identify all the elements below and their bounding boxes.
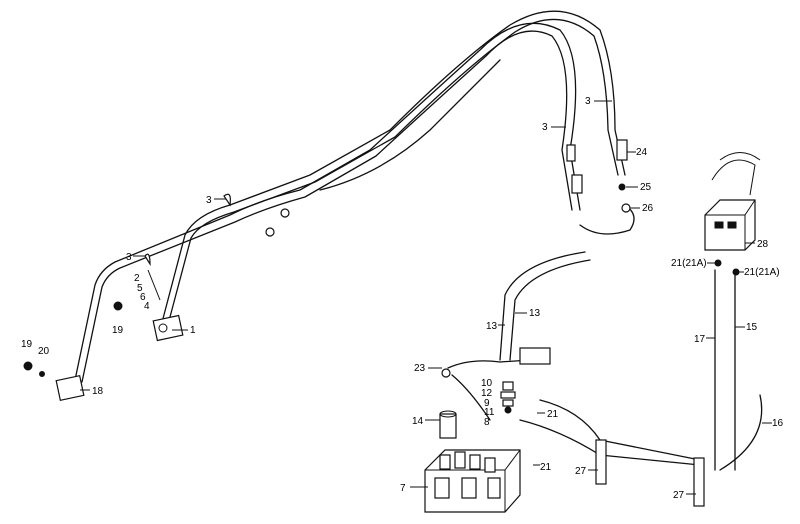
callout-3-right: 3 bbox=[585, 96, 591, 107]
callout-1: 1 bbox=[190, 325, 196, 336]
callout-2: 2 bbox=[134, 273, 140, 284]
bracket-23 bbox=[519, 347, 551, 365]
callout-7: 7 bbox=[400, 483, 406, 494]
callout-17: 17 bbox=[694, 334, 706, 345]
callout-3-top: 3 bbox=[206, 195, 212, 206]
fitting-mid bbox=[265, 227, 275, 237]
nut-19b bbox=[23, 361, 33, 371]
fitting-24 bbox=[616, 139, 628, 161]
boom-hose-left bbox=[74, 22, 581, 383]
callout-24: 24 bbox=[636, 147, 648, 158]
callout-21-upper: 21 bbox=[547, 409, 559, 420]
clamp-3-lower bbox=[144, 253, 151, 267]
callout-4: 4 bbox=[144, 301, 150, 312]
callout-labels: 1 2 5 6 4 3 3 3 3 19 19 20 18 24 25 26 2… bbox=[21, 96, 784, 501]
callout-3-left: 3 bbox=[126, 252, 132, 263]
callout-12: 12 bbox=[481, 388, 493, 399]
callout-18: 18 bbox=[92, 386, 104, 397]
callout-3-mid: 3 bbox=[542, 122, 548, 133]
callout-27-left: 27 bbox=[575, 466, 587, 477]
callout-6: 6 bbox=[140, 292, 146, 303]
valve-block-7 bbox=[424, 449, 521, 513]
hose-fittings bbox=[113, 139, 631, 311]
hose-23 bbox=[447, 359, 531, 369]
callout-9: 9 bbox=[484, 398, 490, 409]
fitting-stack-8-12 bbox=[500, 381, 516, 414]
callout-11: 11 bbox=[484, 407, 495, 418]
callout-15: 15 bbox=[746, 322, 758, 333]
callout-27-right: 27 bbox=[673, 490, 685, 501]
nut-19 bbox=[113, 301, 123, 311]
clamp-3 bbox=[223, 193, 231, 207]
callout-14: 14 bbox=[412, 416, 424, 427]
part-1-block bbox=[152, 314, 184, 342]
lower-hoses bbox=[451, 204, 763, 471]
callout-21A-right: 21(21A) bbox=[744, 267, 780, 278]
washer-25 bbox=[618, 183, 626, 191]
fitting-3a bbox=[571, 174, 583, 194]
washer-20 bbox=[39, 371, 45, 377]
manifold-27a bbox=[595, 439, 607, 485]
callout-10: 10 bbox=[481, 378, 493, 389]
callout-16: 16 bbox=[772, 418, 784, 429]
nut-26 bbox=[621, 203, 631, 213]
part-14-filter bbox=[439, 413, 457, 439]
callout-13-right: 13 bbox=[529, 308, 541, 319]
fitting-3b bbox=[566, 144, 576, 162]
callout-26: 26 bbox=[642, 203, 654, 214]
part-18-block bbox=[55, 375, 85, 401]
callout-23: 23 bbox=[414, 363, 426, 374]
manifold-27b bbox=[693, 457, 705, 507]
callout-19a: 19 bbox=[112, 325, 124, 336]
fitting-mid-2 bbox=[280, 208, 290, 218]
callout-8: 8 bbox=[484, 417, 490, 428]
callout-25: 25 bbox=[640, 182, 652, 193]
callout-5: 5 bbox=[137, 283, 143, 294]
callout-21A-left: 21(21A) bbox=[671, 258, 707, 269]
callout-20: 20 bbox=[38, 346, 50, 357]
callout-13-left: 13 bbox=[486, 321, 498, 332]
callout-19b: 19 bbox=[21, 339, 33, 350]
callout-21-lower: 21 bbox=[540, 462, 552, 473]
boom-hose-right bbox=[159, 10, 626, 333]
control-box-28 bbox=[704, 152, 761, 251]
callout-28: 28 bbox=[757, 239, 769, 250]
